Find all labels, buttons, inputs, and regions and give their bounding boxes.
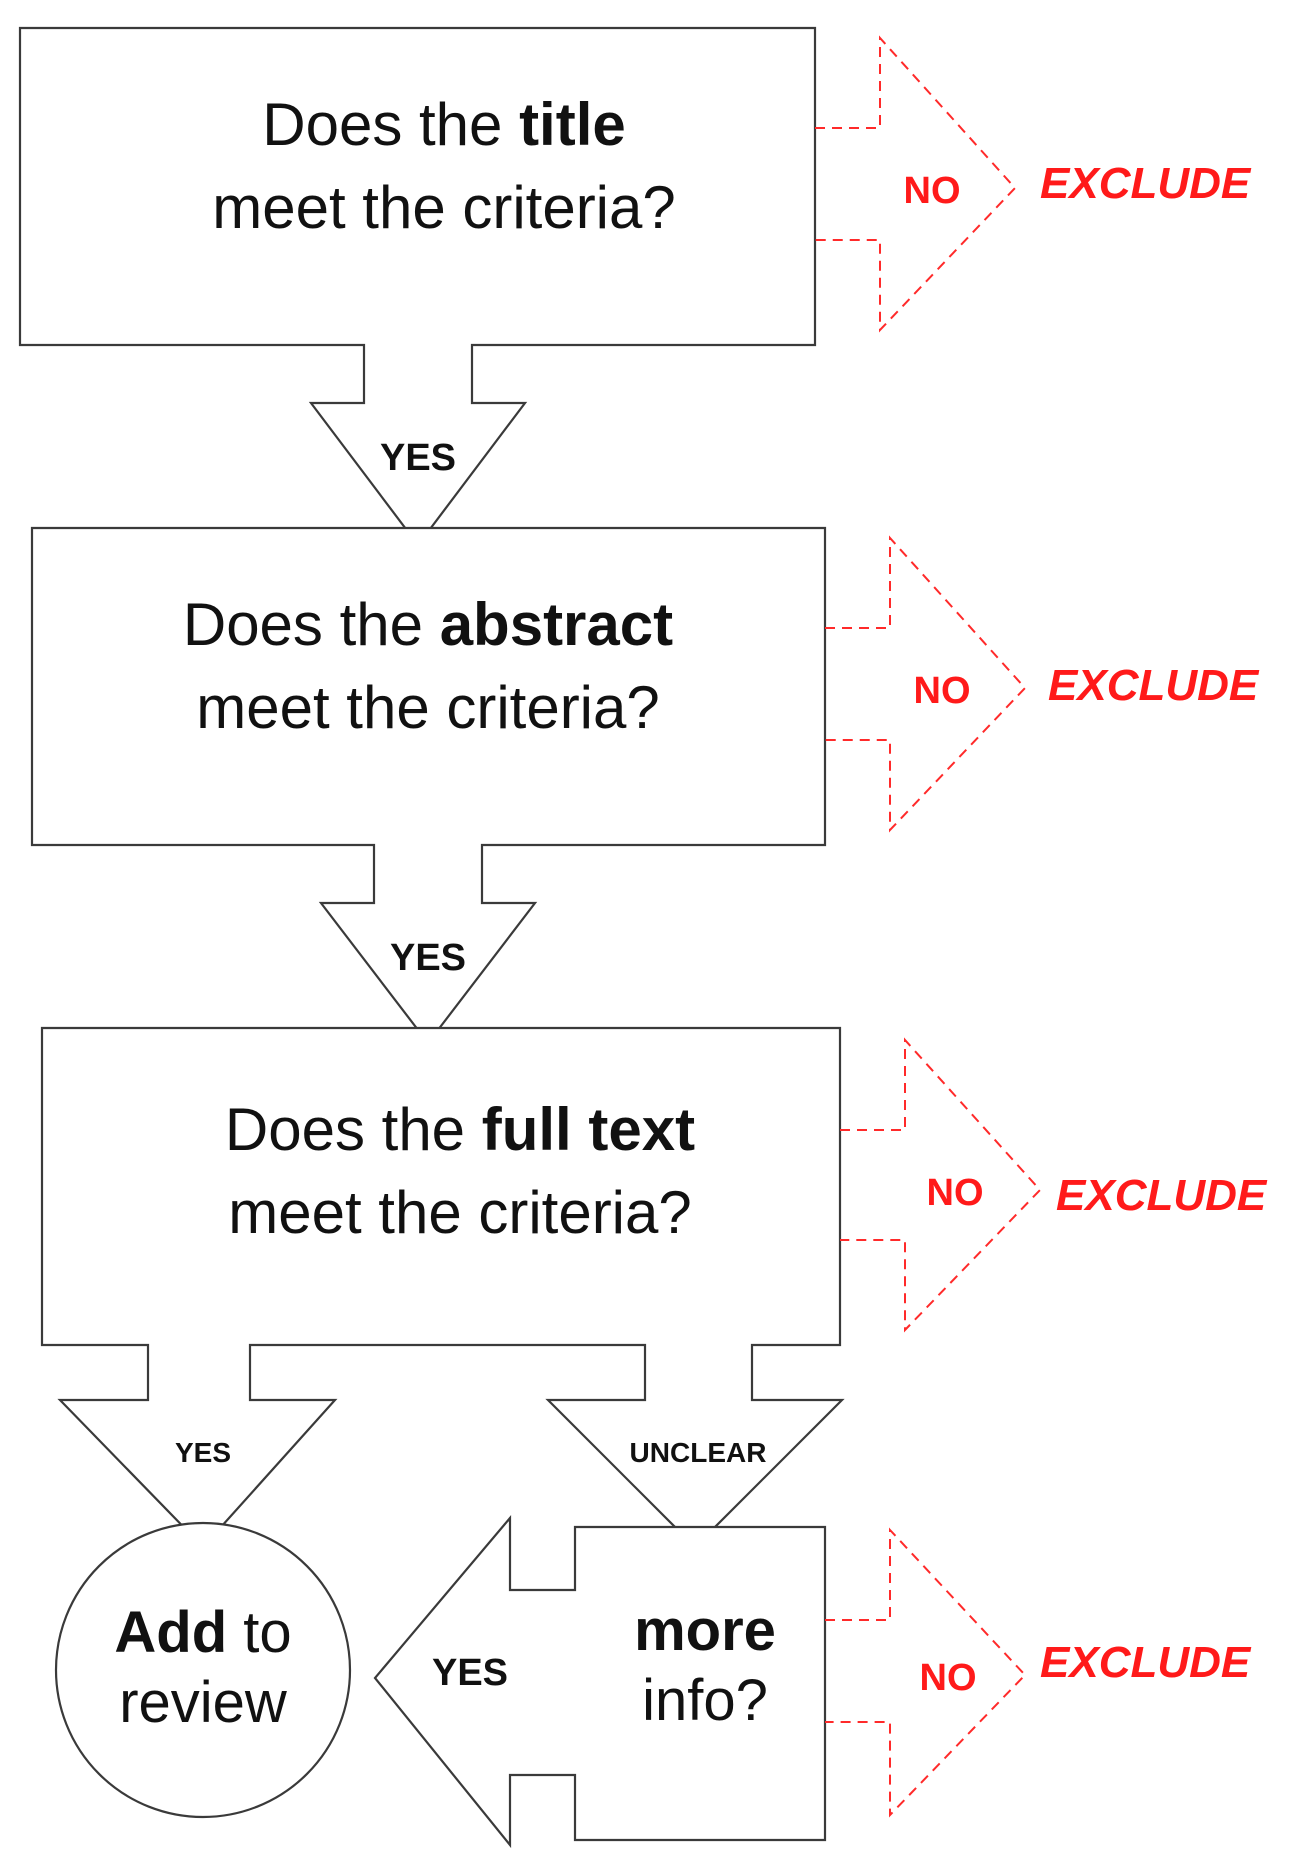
- add-to-review-suffix: to: [227, 1600, 292, 1665]
- add-to-review-line1: Add to: [114, 1600, 291, 1665]
- full-text-unclear-label: UNCLEAR: [630, 1437, 767, 1468]
- abstract-no-label: NO: [914, 670, 971, 712]
- title-question-line1: Does the title: [262, 91, 626, 158]
- abstract-question-prefix: Does the: [183, 591, 440, 658]
- more-info-exclude-label: EXCLUDE: [1040, 1638, 1252, 1687]
- full-text-question-emphasis: full text: [482, 1096, 695, 1163]
- abstract-question-emphasis: abstract: [440, 591, 673, 658]
- more-info-yes-label: YES: [432, 1652, 508, 1694]
- title-yes-label: YES: [380, 437, 456, 479]
- full-text-question-line2: meet the criteria?: [228, 1179, 692, 1246]
- more-info-line2: info?: [642, 1668, 768, 1733]
- title-question-box: [18, 26, 817, 547]
- full-text-exclude-label: EXCLUDE: [1056, 1171, 1268, 1220]
- abstract-question-line1: Does the abstract: [183, 591, 673, 658]
- full-text-question-box: [40, 1026, 845, 1549]
- add-to-review-line2: review: [119, 1670, 288, 1735]
- abstract-exclude-label: EXCLUDE: [1048, 661, 1260, 710]
- title-no-label: NO: [904, 170, 961, 212]
- title-exclude-label: EXCLUDE: [1040, 159, 1252, 208]
- title-question-prefix: Does the: [262, 91, 519, 158]
- title-question-line2: meet the criteria?: [212, 174, 676, 241]
- more-info-no-label: NO: [920, 1657, 977, 1699]
- full-text-yes-label: YES: [175, 1437, 231, 1468]
- title-question-emphasis: title: [519, 91, 626, 158]
- add-to-review-emphasis: Add: [114, 1600, 227, 1665]
- full-text-question-prefix: Does the: [225, 1096, 482, 1163]
- abstract-question-line2: meet the criteria?: [196, 674, 660, 741]
- more-info-line1: more: [634, 1598, 776, 1663]
- more-info-box: [373, 1514, 827, 1849]
- full-text-no-label: NO: [927, 1172, 984, 1214]
- abstract-yes-label: YES: [390, 937, 466, 979]
- full-text-question-line1: Does the full text: [225, 1096, 695, 1163]
- add-to-review-circle: [54, 1521, 352, 1819]
- abstract-question-box: [30, 526, 827, 1045]
